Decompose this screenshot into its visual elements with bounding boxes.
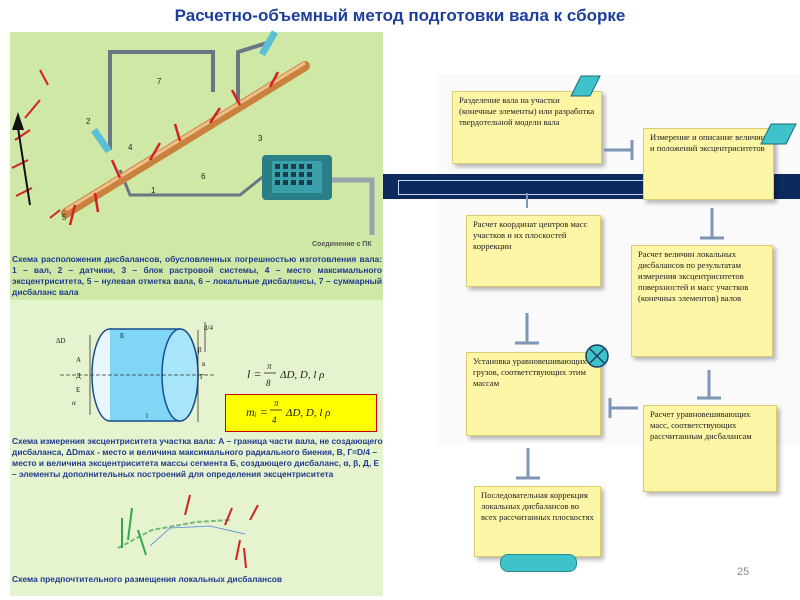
caption-placement-scheme: Схема предпочтительного размещения локал… [12, 574, 283, 584]
separator-bar-outline [398, 180, 645, 195]
flow-box-split-shaft: Разделение вала на участки (конечные эле… [452, 91, 602, 164]
flow-box-balancing-masses: Расчет уравновешивающих масс, соответств… [643, 405, 777, 492]
label-4: 4 [128, 143, 133, 152]
formula-highlight-box [225, 394, 377, 432]
caption-shaft-scheme: Схема расположения дисбалансов, обусловл… [12, 254, 382, 297]
label-7: 7 [157, 77, 162, 86]
flow-box-local-unbalance: Расчет величин локальных дисбалансов по … [631, 245, 773, 357]
flow-box-measure-eccentricity: Измерение и описание величин и положений… [643, 128, 774, 200]
teal-pill-shape [500, 554, 577, 572]
label-1: 1 [151, 186, 156, 195]
flow-box-center-of-mass: Расчет координат центров масс участков и… [466, 215, 601, 287]
page-number: 25 [737, 566, 750, 578]
label-6: 6 [201, 172, 206, 181]
label-5: 5 [62, 213, 67, 222]
caption-eccentricity-scheme: Схема измерения эксцентриситета участка … [12, 436, 383, 479]
pc-connection-label: Соединение с ПК [312, 241, 372, 248]
flow-box-sequential-correction: Последовательная коррекция локальных дис… [474, 486, 601, 557]
label-2: 2 [86, 117, 91, 126]
flow-box-install-weights: Установка уравновешивающих грузов, соотв… [466, 352, 601, 436]
page-title: Расчетно-объемный метод подготовки вала … [174, 6, 626, 25]
label-3: 3 [258, 134, 263, 143]
